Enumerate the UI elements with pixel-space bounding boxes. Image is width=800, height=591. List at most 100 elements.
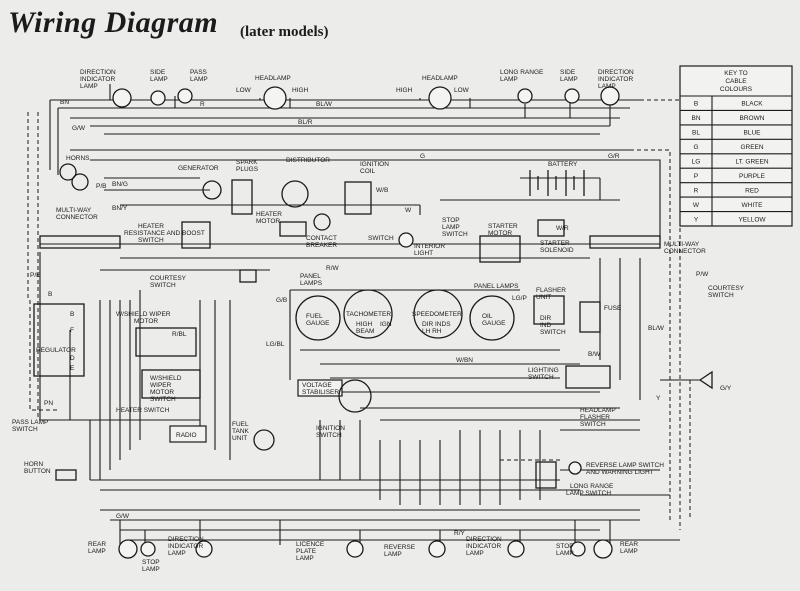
regulator-box	[33, 303, 85, 377]
dir-lamp-front-right	[600, 86, 620, 106]
key-code-b: B	[694, 101, 698, 108]
dir-lamp-rear-right	[507, 540, 525, 558]
heater-motor-symbol	[279, 221, 307, 237]
label-flasher-unit-2: UNIT	[536, 294, 551, 301]
key-code-bn: BN	[691, 115, 700, 122]
label-horn-button-1: HORN	[24, 461, 43, 468]
key-heading-1: KEY TO	[724, 70, 748, 77]
label-long-range-lamp-2: LAMP	[500, 76, 518, 83]
label-dir-lamp-rl-2: INDICATOR	[168, 543, 203, 550]
diagram-title: Wiring Diagram	[8, 6, 219, 39]
oil-gauge-symbol	[469, 295, 515, 341]
label-panel-lamps-l-1: PANEL	[300, 273, 321, 280]
code-gy: G/Y	[720, 385, 732, 392]
key-heading-3: COLOURS	[720, 86, 753, 93]
side-lamp-left	[150, 90, 166, 106]
label-rear-lamp-l-1: REAR	[88, 541, 106, 548]
code-bn: BN	[60, 99, 69, 106]
label-dir-ind-switch-2: IND	[540, 322, 552, 329]
label-high-beam-2: BEAM	[356, 328, 374, 335]
rear-lamp-right	[593, 539, 613, 559]
label-dir-lamp-rl-3: LAMP	[168, 550, 186, 557]
key-code-bl: BL	[692, 130, 700, 137]
stop-lamp-left	[140, 541, 156, 557]
code-lgbl: LG/BL	[266, 341, 285, 348]
label-headlamp-flasher-2: FLASHER	[580, 414, 610, 421]
label-dir-inds-1: DIR INDS	[422, 321, 451, 328]
code-gb: G/B	[276, 297, 287, 304]
label-licence-lamp-3: LAMP	[296, 555, 314, 562]
label-dir-ind-switch-1: DIR	[540, 315, 552, 322]
rear-lamp-left	[118, 539, 138, 559]
label-long-range-sw-2: LAMP SWITCH	[566, 490, 611, 497]
label-pass-lamp-switch-2: SWITCH	[12, 426, 38, 433]
code-blw: BL/W	[316, 101, 333, 108]
components	[33, 163, 713, 489]
label-reverse-lamp-sw-1: REVERSE LAMP SWITCH	[586, 462, 664, 469]
label-contact-breaker-2: BREAKER	[306, 242, 337, 249]
label-oil-gauge-1: OIL	[482, 313, 493, 320]
label-voltage-stab-2: STABILISER	[302, 389, 339, 396]
distributor-symbol	[281, 180, 309, 208]
long-range-switch-symbol	[535, 461, 557, 489]
label-heater-res-3: SWITCH	[138, 237, 164, 244]
stop-lamp-right	[570, 541, 586, 557]
code-r-top: R	[200, 101, 205, 108]
label-courtesy-r-1: COURTESY	[708, 285, 745, 292]
label-distributor: DISTRIBUTOR	[286, 157, 330, 164]
key-code-g: G	[693, 144, 698, 151]
label-headlamp-flasher-1: HEADLAMP	[580, 407, 616, 414]
label-starter-motor-2: MOTOR	[488, 230, 512, 237]
key-colour-lg: LT. GREEN	[735, 159, 768, 166]
key-code-p: P	[694, 173, 698, 180]
label-reverse-lamp-2: LAMP	[384, 551, 402, 558]
code-rbl: R/BL	[172, 331, 187, 338]
label-starter-motor-1: STARTER	[488, 223, 518, 230]
label-dir-lamp-fr-2: INDICATOR	[598, 76, 633, 83]
label-long-range-lamp-1: LONG RANGE	[500, 69, 544, 76]
headlamp-right	[428, 86, 452, 110]
key-colour-bl: BLUE	[744, 130, 762, 137]
lighting-switch-symbol	[565, 365, 611, 389]
label-stop-lamp-l-1: STOP	[142, 559, 160, 566]
label-reverse-lamp-1: REVERSE	[384, 544, 416, 551]
side-lamp-right	[564, 88, 580, 104]
code-bng: BN/G	[112, 181, 128, 188]
tachometer-symbol	[343, 289, 393, 339]
label-ignition-switch-1: IGNITION	[316, 425, 345, 432]
dir-lamp-front-left	[112, 88, 132, 108]
label-wiper-switch-3: MOTOR	[150, 389, 174, 396]
label-lighting-switch-1: LIGHTING	[528, 367, 559, 374]
label-pass-lamp-2: LAMP	[190, 76, 208, 83]
label-ign: IGN	[380, 321, 392, 328]
contact-breaker-symbol	[313, 213, 331, 231]
label-wiper-motor-1: W/SHIELD WIPER	[116, 311, 171, 318]
wire-colour-codes: BN G/W R BL/W BL/R G P/B BN/G BN/Y W/B W…	[30, 99, 732, 537]
licence-plate-lamp	[346, 540, 364, 558]
label-fuel-gauge-2: GAUGE	[306, 320, 330, 327]
interior-light-symbol	[398, 232, 414, 248]
gy-terminal-symbol	[698, 370, 713, 390]
code-blw2: BL/W	[648, 325, 665, 332]
label-battery: BATTERY	[548, 161, 578, 168]
label-rear-lamp-l-2: LAMP	[88, 548, 106, 555]
multiway-connector-left	[39, 235, 121, 249]
label-heater-motor-1: HEATER	[256, 211, 282, 218]
label-side-lamp-l-1: SIDE	[150, 69, 166, 76]
code-wbn: W/BN	[456, 357, 473, 364]
key-colour-r: RED	[745, 187, 759, 194]
key-colour-w: WHITE	[742, 202, 764, 209]
label-wiper-switch-4: SWITCH	[150, 396, 176, 403]
label-heater-switch: HEATER SWITCH	[116, 407, 170, 414]
label-stop-lamp-switch-3: SWITCH	[442, 231, 468, 238]
label-high-beam-1: HIGH	[356, 321, 373, 328]
label-high-right: HIGH	[396, 87, 413, 94]
code-pn: PN	[44, 400, 53, 407]
horn-2	[71, 173, 89, 191]
label-dir-lamp-rr-3: LAMP	[466, 550, 484, 557]
label-stop-lamp-r-2: LAMP	[556, 550, 574, 557]
label-fuel-tank-2: TANK	[232, 428, 250, 435]
